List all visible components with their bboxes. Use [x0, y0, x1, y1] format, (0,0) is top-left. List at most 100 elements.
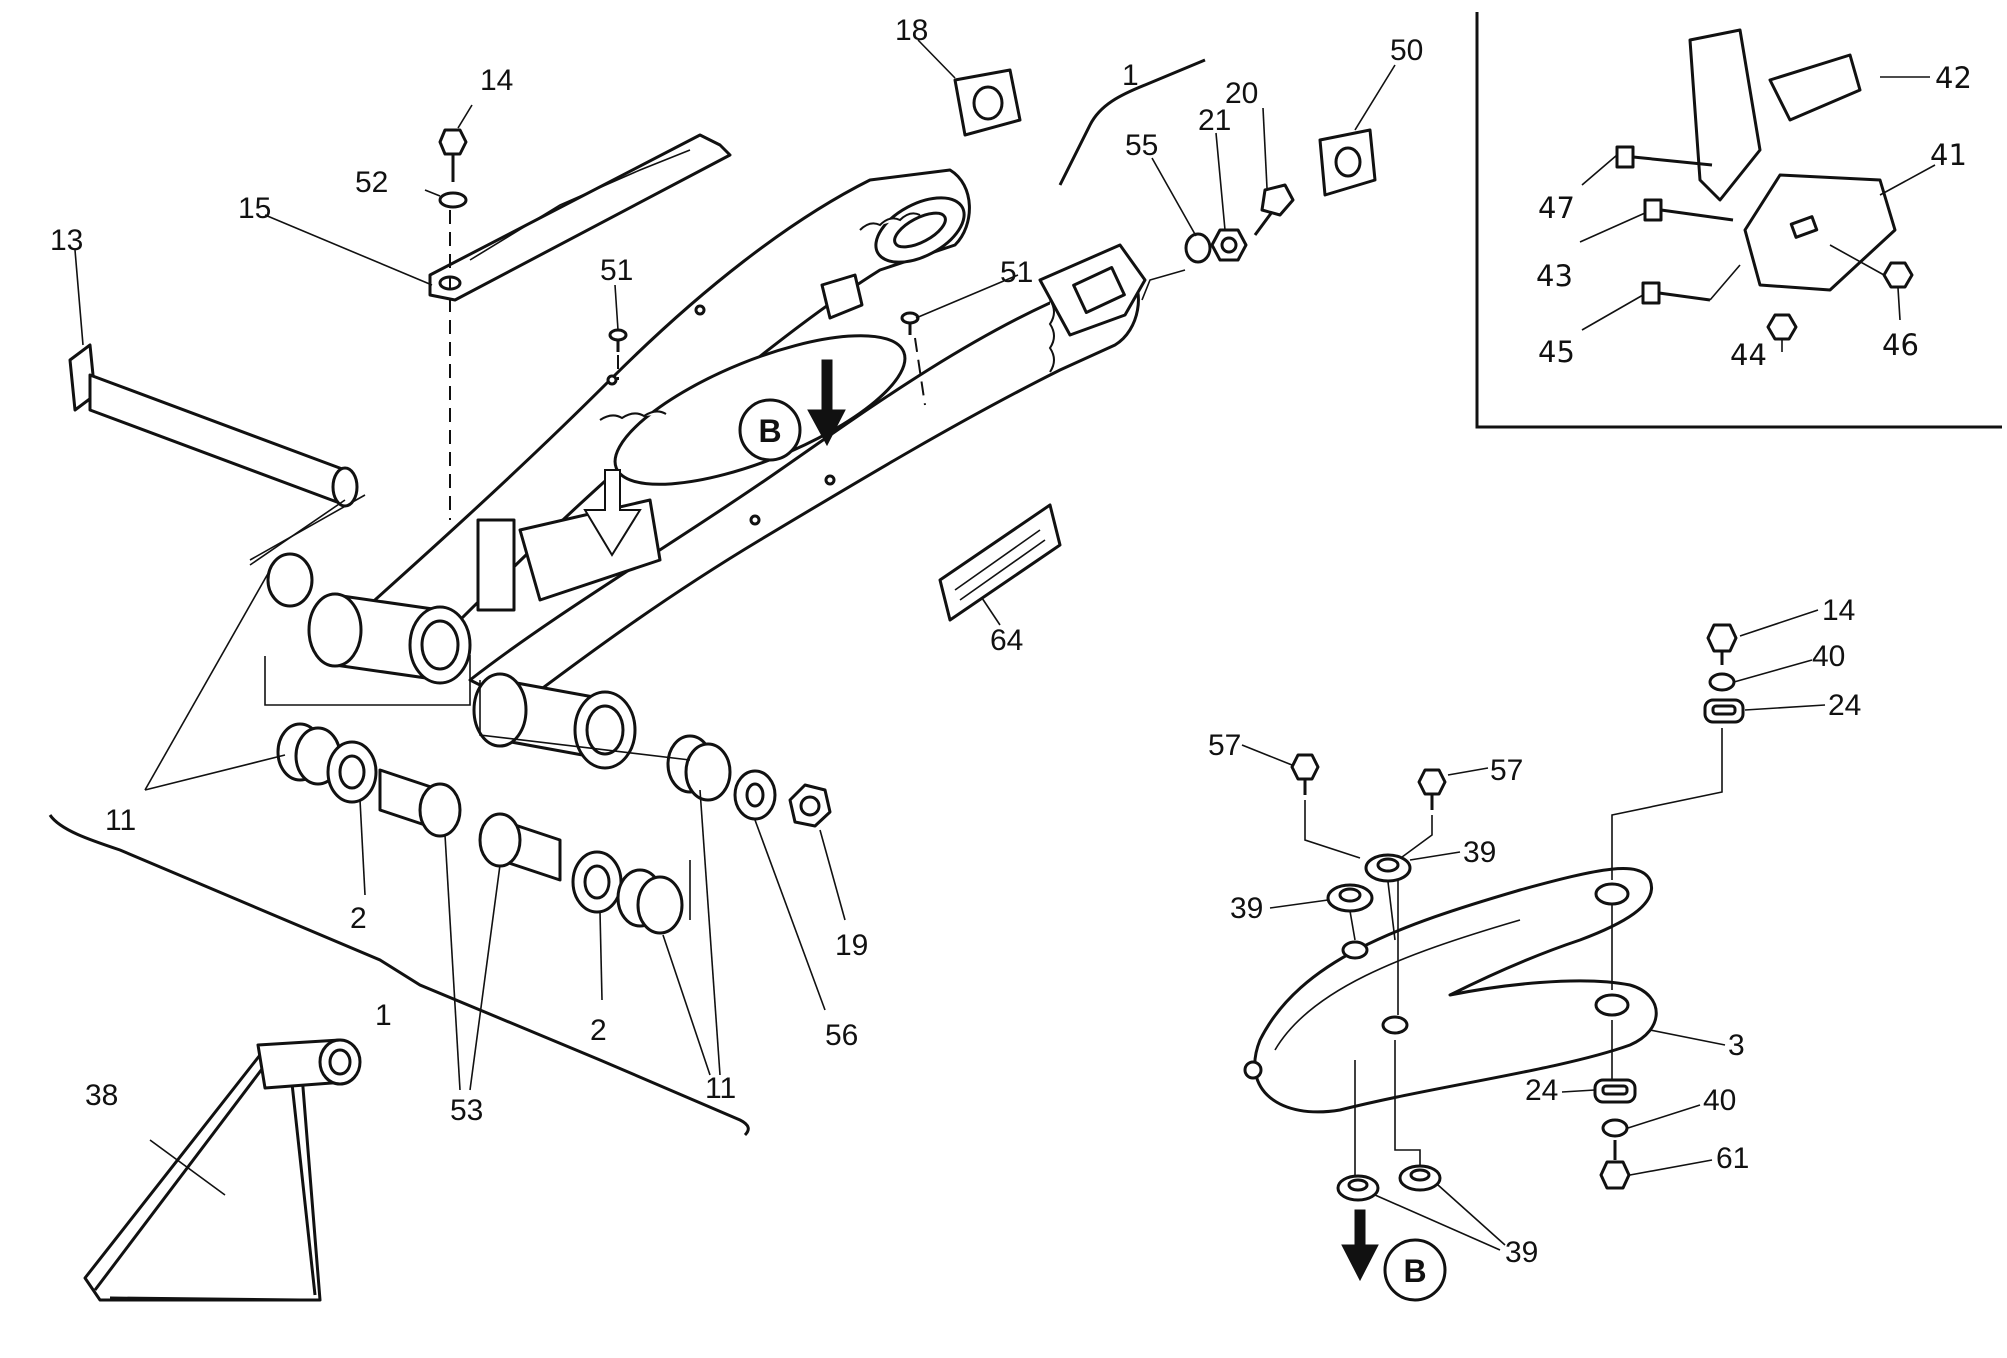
chain-guide-bracket: [820, 273, 864, 320]
washer-52: [438, 191, 468, 209]
callout-3: 3: [1728, 1029, 1745, 1062]
chain-guard-edge: [469, 149, 691, 261]
callout-2-a: 2: [350, 902, 367, 935]
swingarm-pivot-post: [476, 518, 516, 612]
inset-chain-guide-detail: 42 41 47 43 45 44 46: [1475, 12, 2002, 429]
washer-40-bottom: [1601, 1118, 1629, 1138]
swingarm-axle-slot-left-inner: [893, 211, 947, 249]
callout-1-top: 1: [1122, 59, 1139, 92]
callout-24-top: 24: [1828, 689, 1861, 722]
inset-bolt-43: [1643, 198, 1734, 222]
main-callouts: 14 52 15 13 18 1 50 20 21 55 51 51 64 11…: [50, 14, 1423, 1127]
screw-51-b: [900, 311, 920, 335]
nut-19: [788, 783, 832, 828]
decal-64: [938, 503, 1062, 622]
bolt-57-left: [1290, 753, 1320, 795]
bolt-path: [1611, 728, 1723, 880]
callout-19: 19: [835, 929, 868, 962]
callout-52: 52: [355, 166, 388, 199]
callout-40-bottom: 40: [1703, 1084, 1736, 1117]
grommet-39-bottom-right: [1398, 1164, 1442, 1192]
swingarm-axle-slot-right: [1072, 266, 1126, 314]
callout-50: 50: [1390, 34, 1423, 67]
grommet-39-upper: [1364, 853, 1412, 883]
bolt-path: [1397, 815, 1433, 1015]
needle-bearing-11-c: [666, 734, 732, 802]
view-b-arrow-icon: [807, 359, 846, 447]
view-b-arrow-icon: [1341, 1209, 1379, 1282]
main-leader-lines: [74, 39, 1396, 1196]
slider-hole: [1594, 882, 1630, 906]
bolt-20: [1253, 183, 1295, 236]
bolt-14: [438, 128, 468, 182]
inset-nut-44: [1766, 313, 1798, 341]
slider-end-hole: [1243, 1060, 1263, 1080]
chain-slider-groove: [1274, 919, 1521, 1051]
callout-40-top: 40: [1812, 640, 1845, 673]
bolt-path: [1394, 1040, 1421, 1165]
inset-frame-bracket: [1688, 28, 1762, 202]
washer-55: [1184, 232, 1212, 264]
callout-42: 42: [1935, 61, 1972, 95]
chain-adjuster-block-18: [953, 68, 1022, 137]
chain-guard-15: [428, 133, 732, 302]
callout-14-slider: 14: [1822, 594, 1855, 627]
inset-bolt-47: [1615, 145, 1713, 169]
weld-bead: [599, 410, 667, 421]
slider-hole: [1594, 993, 1630, 1017]
callout-13: 13: [50, 224, 83, 257]
callout-38: 38: [85, 1079, 118, 1112]
view-b-label-main: B: [758, 413, 781, 449]
slider-hole: [1341, 940, 1369, 960]
callout-21: 21: [1198, 104, 1231, 137]
callout-11-left: 11: [105, 804, 136, 837]
callout-1-bottom: 1: [375, 999, 392, 1032]
bolt-path: [1304, 800, 1361, 859]
grommet-39-left: [1326, 883, 1374, 913]
mount-hole: [824, 474, 836, 486]
assembly-brace-top: [1058, 58, 1206, 186]
callout-18: 18: [895, 14, 928, 47]
spacer-tube-53-b: [478, 812, 562, 882]
callout-53: 53: [450, 1094, 483, 1127]
pivot-axle-13: [68, 343, 359, 508]
callout-39-upper: 39: [1463, 836, 1496, 869]
callout-61: 61: [1716, 1142, 1749, 1175]
mount-hole: [749, 514, 761, 526]
bolt-57-right: [1417, 768, 1447, 810]
nut-21: [1210, 228, 1248, 262]
grommet-39-bottom-left: [1336, 1174, 1380, 1202]
callout-44: 44: [1730, 338, 1767, 372]
spacer-tube-53-a: [378, 768, 462, 838]
slider-hole: [1381, 1015, 1409, 1035]
bushing-24-bottom: [1593, 1078, 1637, 1104]
inset-guide-slot: [1789, 215, 1819, 239]
callout-39-bottom: 39: [1505, 1236, 1538, 1269]
hollow-arrow-icon: [583, 469, 642, 557]
spacer-2-b: [571, 850, 623, 914]
screw-51-a: [608, 328, 628, 352]
needle-bearing-11-top: [266, 552, 314, 608]
callout-43: 43: [1536, 259, 1573, 293]
callout-56: 56: [825, 1019, 858, 1052]
pivot-tube-right: [472, 672, 637, 770]
callout-24-bottom: 24: [1525, 1074, 1558, 1107]
bushing-24-top: [1703, 698, 1745, 724]
swingarm-lower-arm: [468, 273, 1140, 707]
pivot-tube-left: [307, 592, 472, 685]
chain-adjuster-block-50: [1318, 128, 1377, 197]
washer-40-top: [1708, 672, 1736, 692]
callout-55: 55: [1125, 129, 1158, 162]
bolt-14-slider: [1706, 623, 1738, 665]
weld-bead: [1048, 299, 1055, 373]
callout-57-left: 57: [1208, 729, 1241, 762]
paddock-stand-38: [83, 1038, 362, 1302]
callout-20: 20: [1225, 77, 1258, 110]
leader: [1141, 269, 1186, 301]
inset-bolt-45: [1641, 264, 1741, 305]
spacer-2-a: [326, 740, 378, 804]
chain-slider-3: [1253, 867, 1658, 1114]
view-b-marker-detail: [1383, 1238, 1447, 1302]
callout-64: 64: [990, 624, 1023, 657]
